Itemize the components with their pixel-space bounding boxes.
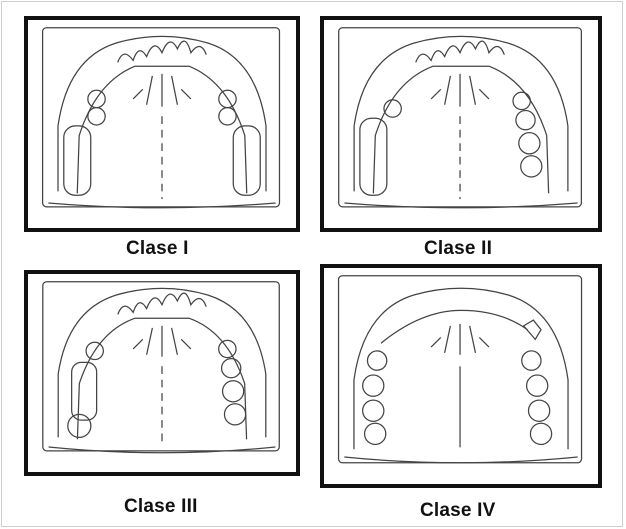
caption-clase-1: Clase I <box>126 238 189 260</box>
panel-clase-1 <box>24 16 300 232</box>
panel-clase-3 <box>24 270 300 476</box>
caption-clase-3: Clase III <box>124 496 198 518</box>
panel-clase-4 <box>320 264 602 488</box>
front-teeth <box>118 41 207 62</box>
caption-clase-2: Clase II <box>424 238 492 260</box>
palate-outline <box>58 36 266 191</box>
arch-diagram-clase-1 <box>28 20 296 228</box>
arch-diagram-clase-3 <box>28 274 296 472</box>
caption-clase-4: Clase IV <box>420 500 496 522</box>
edentulous-anterior <box>381 310 528 343</box>
arch-diagram-clase-4 <box>324 268 598 484</box>
panel-clase-2 <box>320 16 602 232</box>
arch-diagram-clase-2 <box>324 20 598 228</box>
